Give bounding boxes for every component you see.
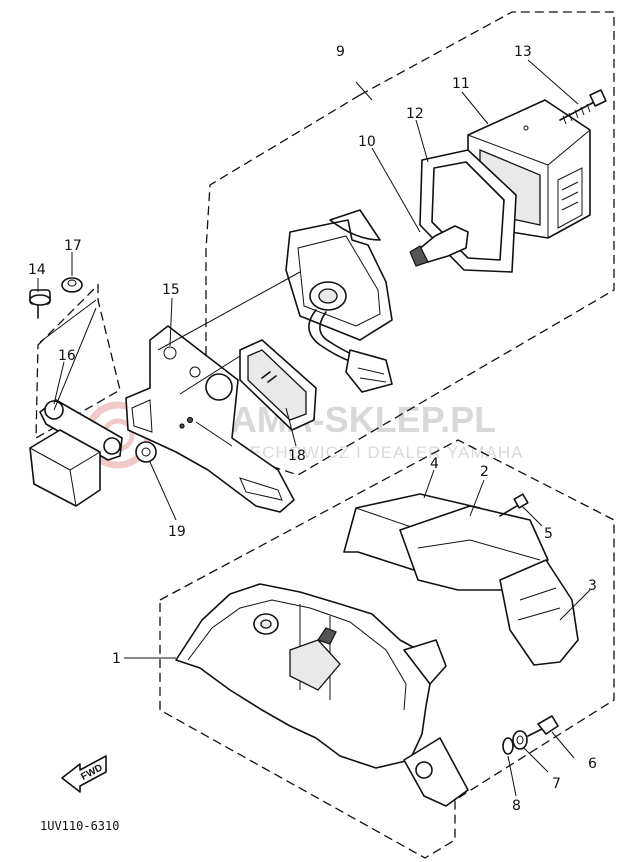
callout-6: 6 bbox=[588, 756, 597, 772]
leader-lines bbox=[37, 59, 591, 797]
part-reflector bbox=[239, 339, 317, 431]
part-nut-17 bbox=[61, 277, 83, 293]
callout-9: 9 bbox=[336, 44, 345, 60]
callout-15: 15 bbox=[162, 282, 180, 298]
part-nut-19 bbox=[135, 441, 157, 463]
callout-4: 4 bbox=[430, 456, 439, 472]
callout-5: 5 bbox=[544, 526, 553, 542]
callout-labels: 1 2 3 4 5 6 7 8 9 10 11 12 13 14 15 16 1… bbox=[28, 44, 597, 814]
part-taillight-housing bbox=[175, 583, 469, 807]
part-code: 1UV110-6310 bbox=[40, 819, 119, 833]
callout-10: 10 bbox=[358, 134, 376, 150]
forward-arrow-icon: FWD bbox=[61, 755, 107, 793]
part-bolt-6 bbox=[527, 715, 559, 737]
callout-3: 3 bbox=[588, 578, 597, 594]
part-lens-3 bbox=[499, 559, 579, 666]
callout-14: 14 bbox=[28, 262, 46, 278]
callout-1: 1 bbox=[112, 651, 121, 667]
callout-8: 8 bbox=[512, 798, 521, 814]
part-socket-base bbox=[285, 209, 393, 393]
callout-13: 13 bbox=[514, 44, 532, 60]
part-rear-plate bbox=[29, 399, 123, 507]
part-screw-5 bbox=[499, 493, 529, 517]
callout-7: 7 bbox=[552, 776, 561, 792]
watermark-brand: YAMA-SKLEP.PL bbox=[210, 399, 496, 440]
group-outline-mount-hardware bbox=[35, 283, 121, 440]
watermark-subtitle: WOJCIECHOWICZ I DEALER YAMAHA bbox=[190, 443, 523, 462]
part-license-bracket bbox=[125, 325, 295, 513]
callout-18: 18 bbox=[288, 448, 306, 464]
part-screw-13 bbox=[559, 89, 607, 125]
group-outline-taillight-cover bbox=[159, 439, 615, 859]
callout-12: 12 bbox=[406, 106, 424, 122]
part-bulb bbox=[409, 225, 469, 267]
part-bolt-14 bbox=[29, 289, 51, 319]
watermark: YAMA-SKLEP.PL WOJCIECHOWICZ I DEALER YAM… bbox=[84, 399, 523, 469]
part-washer-8 bbox=[502, 737, 514, 755]
group-outline-taillight-unit bbox=[205, 11, 615, 476]
callout-16: 16 bbox=[58, 348, 76, 364]
part-washer-7 bbox=[512, 730, 528, 750]
callout-17: 17 bbox=[64, 238, 82, 254]
callout-2: 2 bbox=[480, 464, 489, 480]
callout-19: 19 bbox=[168, 524, 186, 540]
callout-11: 11 bbox=[452, 76, 470, 92]
